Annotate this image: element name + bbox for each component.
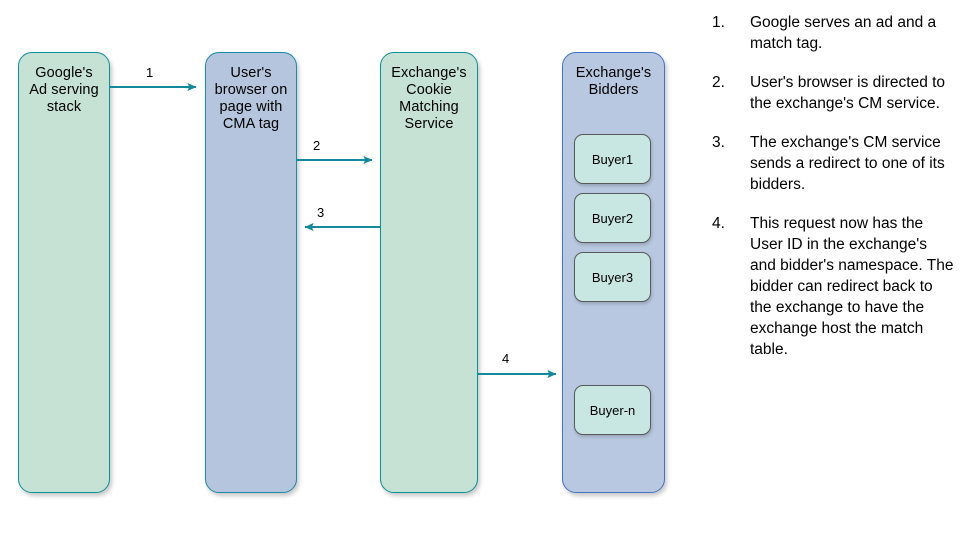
buyer-box-2[interactable]: Buyer2	[574, 193, 651, 243]
lane-label: Google's Ad serving stack	[29, 65, 99, 115]
arrow-3-label: 3	[317, 205, 325, 220]
step-item-4: 4. This request now has the User ID in t…	[706, 213, 956, 360]
lane-label: Exchange's Bidders	[575, 65, 652, 98]
arrow-2-label: 2	[313, 138, 321, 153]
step-item-1: 1. Google serves an ad and a match tag.	[706, 12, 956, 54]
buyer-box-1[interactable]: Buyer1	[574, 134, 651, 184]
step-number: 1.	[712, 14, 725, 31]
arrow-4-label: 4	[502, 351, 510, 366]
step-text: The exchange's CM service sends a redire…	[750, 134, 945, 193]
buyer-box-n[interactable]: Buyer-n	[574, 385, 651, 435]
lane-label: Exchange's Cookie Matching Service	[391, 65, 467, 132]
lane-exchange-cookie-matching-service[interactable]: Exchange's Cookie Matching Service	[380, 52, 478, 493]
step-number: 2.	[712, 74, 725, 91]
step-item-3: 3. The exchange's CM service sends a red…	[706, 132, 956, 195]
steps-list: 1. Google serves an ad and a match tag. …	[706, 12, 956, 378]
buyer-label: Buyer-n	[589, 402, 636, 418]
lane-users-browser[interactable]: User's browser on page with CMA tag	[205, 52, 297, 493]
buyer-label: Buyer2	[591, 210, 634, 226]
buyer-label: Buyer3	[591, 269, 634, 285]
lane-label: User's browser on page with CMA tag	[214, 65, 288, 132]
step-number: 4.	[712, 215, 725, 232]
arrow-1-label: 1	[146, 65, 154, 80]
step-text: User's browser is directed to the exchan…	[750, 74, 946, 112]
step-text: This request now has the User ID in the …	[750, 215, 954, 358]
buyer-label: Buyer1	[591, 151, 634, 167]
step-text: Google serves an ad and a match tag.	[750, 14, 937, 52]
lane-google-ad-serving-stack[interactable]: Google's Ad serving stack	[18, 52, 110, 493]
step-number: 3.	[712, 134, 725, 151]
step-item-2: 2. User's browser is directed to the exc…	[706, 72, 956, 114]
buyer-box-3[interactable]: Buyer3	[574, 252, 651, 302]
